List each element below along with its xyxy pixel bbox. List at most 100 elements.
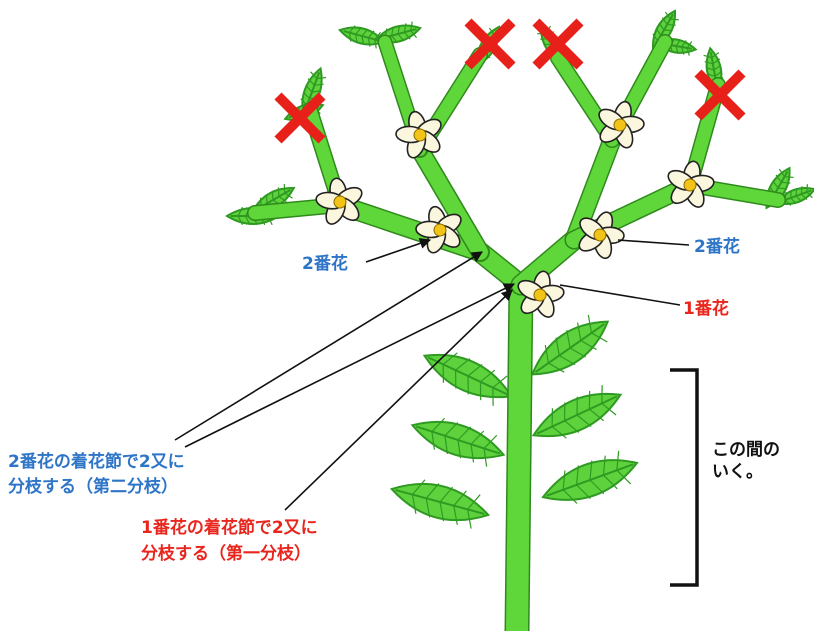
leaf-vein — [576, 484, 591, 500]
label-right-note-line2: いく。 — [712, 462, 763, 482]
leaf-vein — [467, 509, 472, 529]
label-right-note-line1: この間の — [712, 440, 780, 460]
branch-stem — [551, 51, 619, 147]
leaf-vein — [664, 11, 671, 20]
leaf-vein — [310, 71, 318, 79]
leaf-vein — [563, 402, 566, 421]
leaf-vein — [712, 58, 721, 65]
main-stem — [506, 274, 532, 635]
leaf — [530, 314, 610, 376]
leaf-vein — [670, 18, 679, 21]
leaf-vein — [425, 483, 440, 499]
leaf-vein — [271, 190, 274, 201]
leaf-vein — [374, 32, 381, 40]
leaf-vein — [265, 194, 268, 204]
leaf-vein — [675, 39, 682, 47]
leaf-vein — [705, 67, 715, 71]
leaf-vein — [790, 190, 792, 199]
leaf-vein — [453, 505, 458, 525]
leaf-vein — [587, 314, 593, 334]
leaf-vein — [410, 30, 417, 38]
leaf-vein — [784, 199, 792, 206]
leaf-vein — [374, 39, 377, 49]
leaf-vein — [800, 193, 808, 201]
leaf-vein — [237, 206, 244, 217]
leaf-vein — [713, 64, 722, 71]
leaf-vein — [492, 375, 508, 389]
leaf-vein — [470, 444, 475, 463]
leaf-vein — [555, 337, 560, 356]
leaf-vein — [316, 76, 327, 80]
leader-line — [559, 284, 681, 306]
leaf-vein — [480, 369, 496, 383]
pruning-marks-group — [274, 18, 746, 144]
leader-line — [365, 237, 432, 263]
pruning-cross-icon — [694, 69, 746, 121]
leaf-vein — [425, 498, 431, 518]
leaf-vein — [479, 381, 482, 401]
flowers-group — [315, 100, 715, 318]
leaf-vein — [686, 47, 690, 56]
leaf-vein — [601, 385, 603, 404]
leaf-vein — [367, 30, 375, 39]
leaf-vein — [566, 329, 571, 349]
leaf-vein — [588, 390, 591, 410]
leaf-vein — [245, 215, 251, 226]
leaf-vein — [483, 448, 488, 467]
leaf — [541, 450, 639, 504]
leader-line — [174, 251, 483, 441]
leaf-vein — [283, 183, 286, 194]
flower — [395, 110, 442, 159]
leaf-vein — [442, 352, 458, 365]
first-flower — [517, 270, 565, 318]
leaf — [531, 385, 623, 439]
leaf-vein — [575, 465, 579, 485]
leaf-vein — [686, 41, 693, 49]
leaf-vein — [781, 181, 791, 184]
leaf-vein — [548, 362, 565, 373]
leaf-vein — [569, 347, 587, 358]
label-second-branch-line1: 2番花の着花節で2又に — [8, 452, 185, 472]
label-first-branch-line2: 分枝する（第一分枝） — [141, 544, 311, 564]
leader-line — [617, 239, 690, 246]
leaf-vein — [431, 417, 446, 432]
leaf-vein — [806, 184, 809, 193]
leaf-vein — [355, 26, 362, 35]
leaf-vein — [603, 474, 618, 490]
label-first-branch-line1: 1番花の着花節で2又に — [141, 518, 318, 538]
leaf-vein — [655, 28, 662, 36]
leaf-vein — [772, 180, 779, 189]
leaf — [422, 352, 514, 406]
leaf-vein — [551, 408, 554, 427]
leaf-vein — [711, 52, 720, 59]
leaf-vein — [467, 375, 469, 395]
leaf-vein — [444, 422, 459, 437]
leaf-vein — [675, 45, 679, 54]
right-bracket — [670, 368, 699, 587]
leaf-vein — [589, 479, 605, 495]
leaf-vein — [348, 32, 352, 42]
leader-line — [184, 283, 516, 448]
label-second-flower-right: 2番花 — [694, 237, 740, 257]
leaf-vein — [576, 414, 592, 428]
leaf-vein — [411, 479, 426, 495]
leaf-vein — [564, 420, 580, 433]
leaf-vein — [492, 387, 494, 406]
leaf-vein — [397, 24, 401, 35]
flower — [315, 177, 363, 225]
label-second-branch-line2: 分枝する（第二分枝） — [8, 477, 178, 497]
leaf-vein — [483, 434, 498, 449]
leaf-vein — [777, 187, 788, 190]
leaf-vein — [442, 364, 445, 383]
leaf-vein — [367, 37, 371, 47]
leaf-vein — [453, 490, 467, 507]
leaf-vein — [806, 191, 813, 199]
leaf-vein — [714, 70, 723, 77]
leaf-vein — [403, 23, 407, 33]
leaf-vein — [284, 192, 293, 199]
leaf-vein — [470, 430, 485, 445]
second-flower-left — [415, 205, 462, 254]
leaf-vein — [667, 23, 676, 26]
